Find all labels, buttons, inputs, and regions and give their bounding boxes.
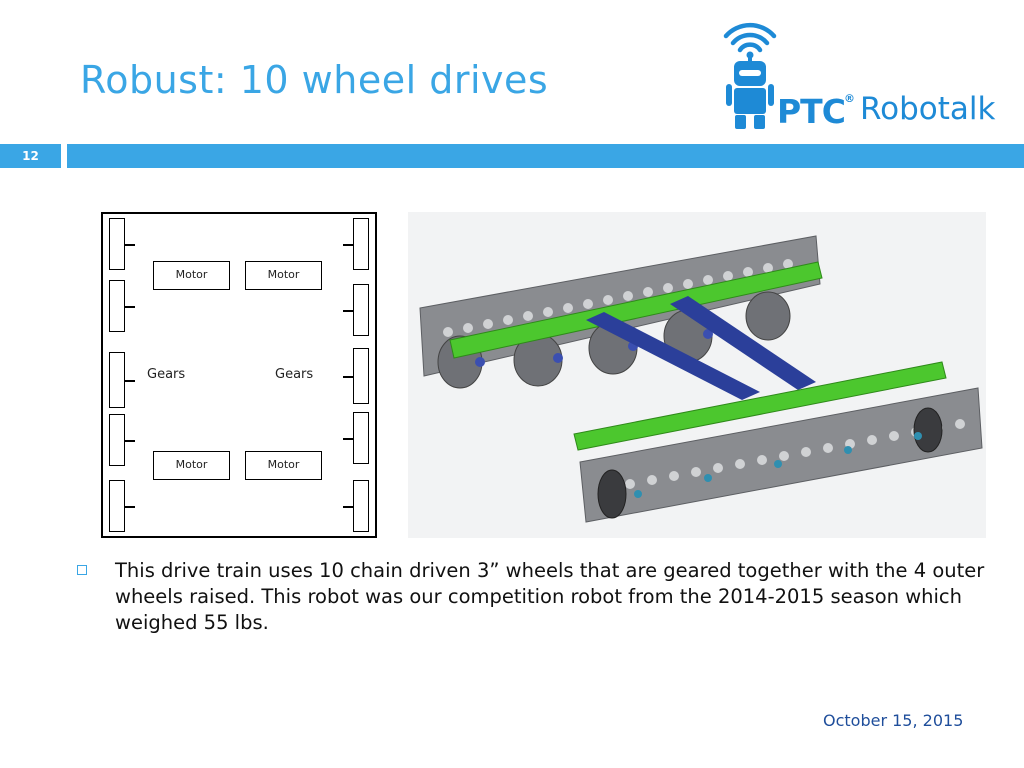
gears-label: Gears <box>147 367 186 382</box>
wheel-left-4 <box>109 414 125 466</box>
robot-drivetrain-render <box>408 212 986 538</box>
motor-box: Motor <box>153 261 230 290</box>
axle-right-1 <box>343 244 353 246</box>
logo-product: Robotalk <box>860 91 996 127</box>
axle-right-4 <box>343 438 353 440</box>
drivetrain-diagram: Motor Motor Motor Motor Gears Gears <box>101 212 377 538</box>
axle-left-1 <box>125 244 135 246</box>
wheel-right-1 <box>353 218 369 270</box>
axle-left-2 <box>125 306 135 308</box>
wheel-right-4 <box>353 412 369 464</box>
wheel-left-3 <box>109 352 125 408</box>
ptc-robotalk-logo: PTC ® Robotalk <box>720 22 1010 134</box>
header-bar <box>67 144 1024 168</box>
axle-right-5 <box>343 506 353 508</box>
robot-wifi-icon <box>723 22 777 129</box>
slide-number: 12 <box>0 144 61 168</box>
axle-left-5 <box>125 506 135 508</box>
wheel-left-2 <box>109 280 125 332</box>
wheel-left-1 <box>109 218 125 270</box>
axle-left-4 <box>125 440 135 442</box>
footer-date: October 15, 2015 <box>823 711 964 730</box>
logo-brand: PTC <box>777 92 846 131</box>
wheel-right-2 <box>353 284 369 336</box>
axle-right-3 <box>343 376 353 378</box>
wheel-right-5 <box>353 480 369 532</box>
axle-left-3 <box>125 380 135 382</box>
bullet-text: This drive train uses 10 chain driven 3”… <box>115 559 985 634</box>
motor-box: Motor <box>153 451 230 480</box>
wheel-left-5 <box>109 480 125 532</box>
motor-box: Motor <box>245 261 322 290</box>
axle-right-2 <box>343 310 353 312</box>
logo-registered: ® <box>844 92 855 105</box>
slide-title: Robust: 10 wheel drives <box>80 58 549 102</box>
motor-box: Motor <box>245 451 322 480</box>
gears-label: Gears <box>275 367 314 382</box>
bullet-marker <box>77 565 87 575</box>
wheel-right-3 <box>353 348 369 404</box>
